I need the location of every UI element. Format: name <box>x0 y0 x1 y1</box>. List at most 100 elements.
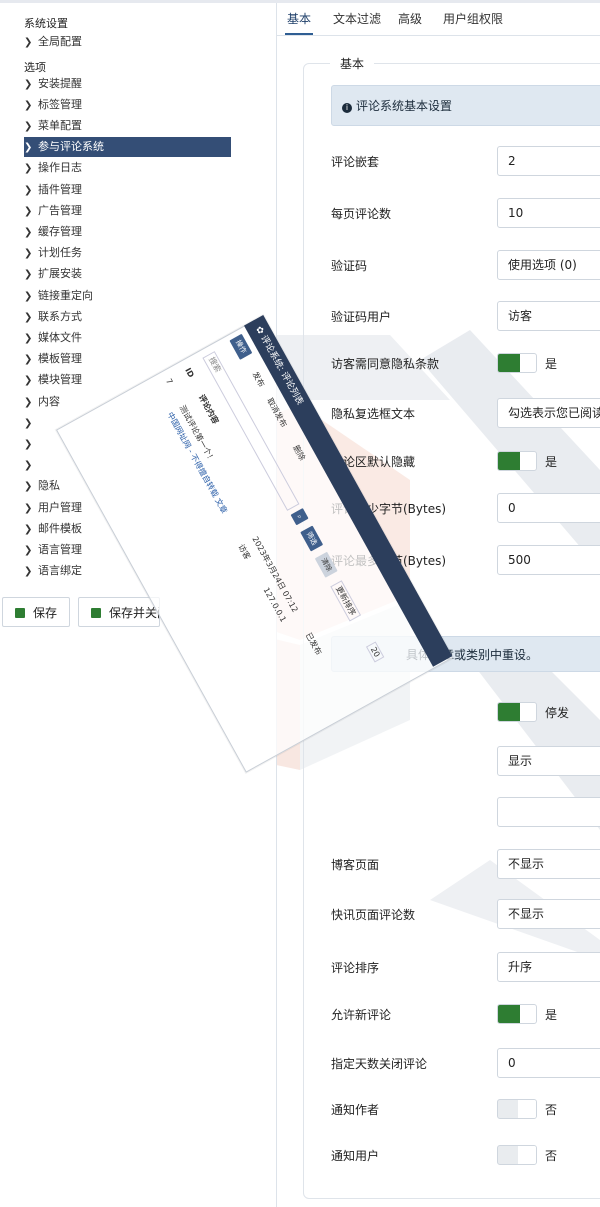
sidebar-item[interactable]: ❯参与评论系统 <box>24 137 231 157</box>
chevron-right-icon: ❯ <box>24 460 33 471</box>
toggle-state-label: 是 <box>545 1008 558 1022</box>
toggle-switch[interactable] <box>497 451 537 471</box>
chevron-right-icon: ❯ <box>24 163 33 174</box>
text-input[interactable]: 500 <box>497 545 600 575</box>
sidebar-item[interactable]: ❯ <box>24 413 231 433</box>
sidebar-item[interactable]: ❯扩展安装 <box>24 264 231 284</box>
save-button[interactable]: 保存 <box>2 597 70 627</box>
field-label: 评论嵌套 <box>331 155 380 169</box>
sidebar-item[interactable]: ❯ <box>24 434 231 454</box>
sidebar-item[interactable]: ❯内容 <box>24 392 231 412</box>
chevron-right-icon: ❯ <box>24 481 33 492</box>
field-label: 允许新评论 <box>331 1008 392 1022</box>
sidebar-item[interactable]: ❯隐私 <box>24 476 231 496</box>
toggle-knob <box>518 1100 536 1118</box>
sidebar-item[interactable]: ❯插件管理 <box>24 180 231 200</box>
chevron-right-icon: ❯ <box>24 397 33 408</box>
sidebar-item[interactable]: ❯广告管理 <box>24 201 231 221</box>
sidebar-item[interactable]: ❯语言绑定 <box>24 561 231 581</box>
floppy-disk-icon <box>15 608 25 618</box>
sidebar-item[interactable]: ❯ <box>24 455 231 475</box>
section-title-system: 系统设置 <box>24 17 68 30</box>
toggle-switch[interactable] <box>497 1099 537 1119</box>
chevron-right-icon: ❯ <box>24 79 33 90</box>
chevron-right-icon: ❯ <box>24 227 33 238</box>
floppy-disk-icon <box>91 608 101 618</box>
toggle-switch[interactable] <box>497 1145 537 1165</box>
text-input[interactable]: 0 <box>497 493 600 523</box>
chevron-right-icon: ❯ <box>24 100 33 111</box>
chevron-right-icon: ❯ <box>24 566 33 577</box>
select-field[interactable]: 访客 <box>497 301 600 331</box>
sidebar-item[interactable]: ❯用户管理 <box>24 498 231 518</box>
sidebar-item[interactable]: ❯联系方式 <box>24 307 231 327</box>
top-border <box>0 0 600 3</box>
tab-basic[interactable]: 基本 <box>285 3 314 35</box>
sidebar-item[interactable]: ❯安装提醒 <box>24 74 231 94</box>
field-label: 访客需同意隐私条款 <box>331 357 440 371</box>
field-label: 指定天数关闭评论 <box>331 1057 428 1071</box>
chevron-right-icon: ❯ <box>24 439 33 450</box>
toggle-switch[interactable] <box>497 1004 537 1024</box>
tab-text-filter[interactable]: 文本过滤 <box>333 12 382 26</box>
sidebar-item[interactable]: ❯媒体文件 <box>24 328 231 348</box>
text-input[interactable]: 0 <box>497 1048 600 1078</box>
chevron-right-icon: ❯ <box>24 375 33 386</box>
chevron-right-icon: ❯ <box>24 354 33 365</box>
sidebar-item[interactable]: ❯计划任务 <box>24 243 231 263</box>
toggle-state-label: 是 <box>545 357 558 371</box>
sidebar-item[interactable]: ❯模块管理 <box>24 370 231 390</box>
fieldset-basic <box>303 63 600 1199</box>
sidebar-item[interactable]: ❯缓存管理 <box>24 222 231 242</box>
chevron-right-icon: ❯ <box>24 291 33 302</box>
info-alert-override: 具体文章或类别中重设。 <box>331 636 600 672</box>
chevron-right-icon: ❯ <box>24 37 33 48</box>
select-field[interactable]: 显示 <box>497 746 600 776</box>
chevron-right-icon: ❯ <box>24 333 33 344</box>
field-label: 博客页面 <box>331 858 380 872</box>
tab-advanced[interactable]: 高级 <box>398 12 423 26</box>
select-field[interactable]: 不显示 <box>497 849 600 879</box>
sidebar-item[interactable]: ❯链接重定向 <box>24 286 231 306</box>
chevron-right-icon: ❯ <box>24 142 33 153</box>
field-label: 评论排序 <box>331 961 380 975</box>
toggle-knob <box>498 1005 520 1023</box>
sidebar-item[interactable]: ❯操作日志 <box>24 158 231 178</box>
section-title-options: 选项 <box>24 61 46 74</box>
field-label: 隐私复选框文本 <box>331 407 416 421</box>
sidebar-item[interactable]: ❯邮件模板 <box>24 519 231 539</box>
field-label: 通知用户 <box>331 1149 380 1163</box>
select-field[interactable]: 不显示 <box>497 899 600 929</box>
select-field[interactable]: 升序 <box>497 952 600 982</box>
sidebar-item[interactable]: ❯标签管理 <box>24 95 231 115</box>
chevron-right-icon: ❯ <box>24 185 33 196</box>
chevron-right-icon: ❯ <box>24 545 33 556</box>
sidebar-item-global-config[interactable]: ❯全局配置 <box>24 32 231 52</box>
tab-user-group-permissions[interactable]: 用户组权限 <box>443 12 504 26</box>
field-label: 验证码用户 <box>331 310 392 324</box>
text-input[interactable]: 2 <box>497 146 600 176</box>
field-label: 每页评论数 <box>331 207 392 221</box>
sidebar-item[interactable]: ❯语言管理 <box>24 540 231 560</box>
text-input[interactable]: 10 <box>497 198 600 228</box>
toggle-switch[interactable] <box>497 702 537 722</box>
field-label: 通知作者 <box>331 1103 380 1117</box>
field-label: 快讯页面评论数 <box>331 908 416 922</box>
select-field[interactable]: 使用选项 (0) <box>497 250 600 280</box>
chevron-right-icon: ❯ <box>24 312 33 323</box>
chevron-right-icon: ❯ <box>24 269 33 280</box>
toggle-knob <box>498 703 520 721</box>
toggle-switch[interactable] <box>497 353 537 373</box>
field-label: 评论最多字节(Bytes) <box>331 554 447 568</box>
chevron-right-icon: ❯ <box>24 206 33 217</box>
chevron-right-icon: ❯ <box>24 503 33 514</box>
text-input[interactable]: 勾选表示您已阅读并同意 <box>497 398 600 428</box>
chevron-right-icon: ❯ <box>24 524 33 535</box>
toggle-knob <box>518 1146 536 1164</box>
sidebar-item[interactable]: ❯模板管理 <box>24 349 231 369</box>
chevron-right-icon: ❯ <box>24 121 33 132</box>
select-field[interactable] <box>497 797 600 827</box>
sidebar-item[interactable]: ❯菜单配置 <box>24 116 231 136</box>
save-close-button[interactable]: 保存并关闭 <box>78 597 160 627</box>
